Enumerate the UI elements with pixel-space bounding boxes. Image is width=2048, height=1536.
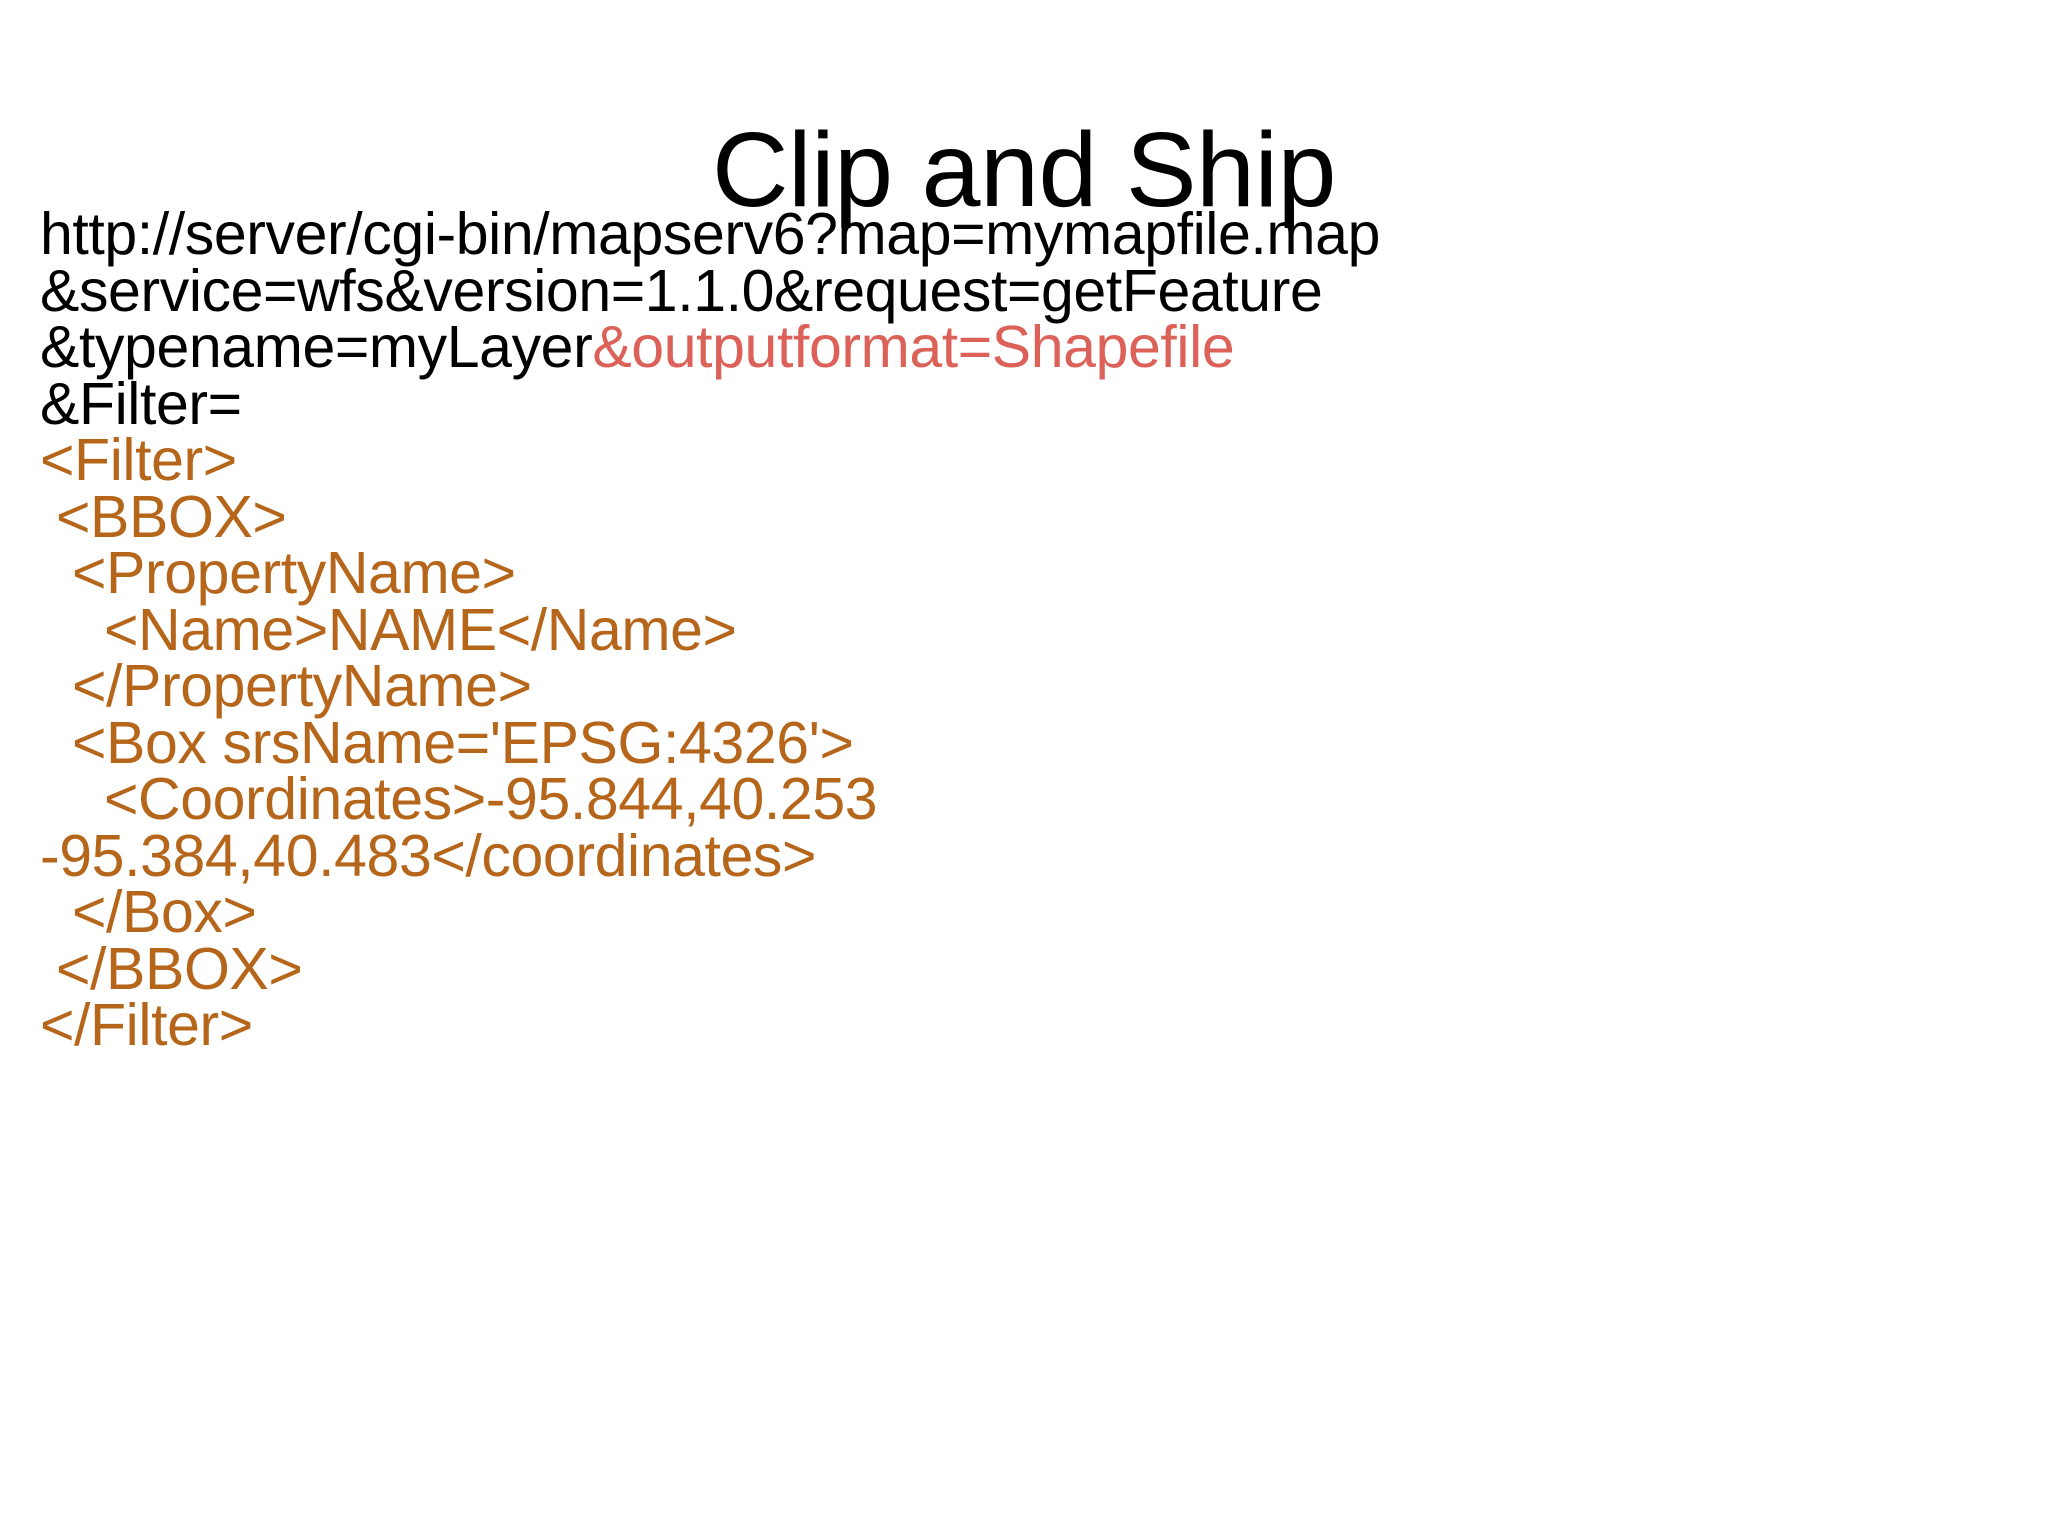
code-line: -95.384,40.483</coordinates> bbox=[40, 826, 2000, 885]
code-segment: &typename=myLayer bbox=[40, 314, 593, 380]
code-line: <PropertyName> bbox=[40, 544, 2000, 603]
code-segment: <Box srsName='EPSG:4326'> bbox=[40, 709, 854, 776]
code-segment: &outputformat=Shapefile bbox=[592, 314, 1235, 380]
code-line: <BBOX> bbox=[40, 487, 2000, 546]
code-segment: &service=wfs&version=1.1.0&request=getFe… bbox=[40, 257, 1323, 324]
code-segment: <Coordinates>-95.844,40.253 bbox=[40, 766, 878, 832]
code-line: &Filter= bbox=[40, 374, 2000, 433]
code-line: http://server/cgi-bin/mapserv6?map=mymap… bbox=[40, 205, 2000, 264]
code-segment: -95.384,40.483</coordinates> bbox=[40, 822, 817, 889]
code-line: </BBOX> bbox=[40, 939, 2000, 998]
code-line: <Name>NAME</Name> bbox=[40, 600, 2000, 659]
code-line: <Filter> bbox=[40, 431, 2000, 490]
code-line: </Filter> bbox=[40, 996, 2000, 1055]
code-segment: <PropertyName> bbox=[40, 540, 516, 606]
code-segment: </BBOX> bbox=[40, 935, 303, 1002]
code-segment: </Box> bbox=[40, 879, 257, 945]
code-segment: </PropertyName> bbox=[40, 653, 532, 719]
code-line: </PropertyName> bbox=[40, 657, 2000, 716]
wfs-request-code-block: http://server/cgi-bin/mapserv6?map=mymap… bbox=[40, 205, 2000, 1055]
code-segment: <BBOX> bbox=[40, 483, 287, 550]
code-segment: http://server/cgi-bin/mapserv6?map=mymap… bbox=[40, 201, 1380, 267]
code-line: &service=wfs&version=1.1.0&request=getFe… bbox=[40, 261, 2000, 320]
code-line: <Coordinates>-95.844,40.253 bbox=[40, 770, 2000, 829]
code-segment: &Filter= bbox=[40, 370, 242, 437]
code-line: &typename=myLayer&outputformat=Shapefile bbox=[40, 318, 2000, 377]
code-segment: </Filter> bbox=[40, 992, 253, 1058]
code-segment: <Filter> bbox=[40, 427, 237, 493]
page-title: Clip and Ship bbox=[711, 111, 1337, 230]
code-line: </Box> bbox=[40, 883, 2000, 942]
code-segment: <Name>NAME</Name> bbox=[40, 596, 737, 663]
code-line: <Box srsName='EPSG:4326'> bbox=[40, 713, 2000, 772]
